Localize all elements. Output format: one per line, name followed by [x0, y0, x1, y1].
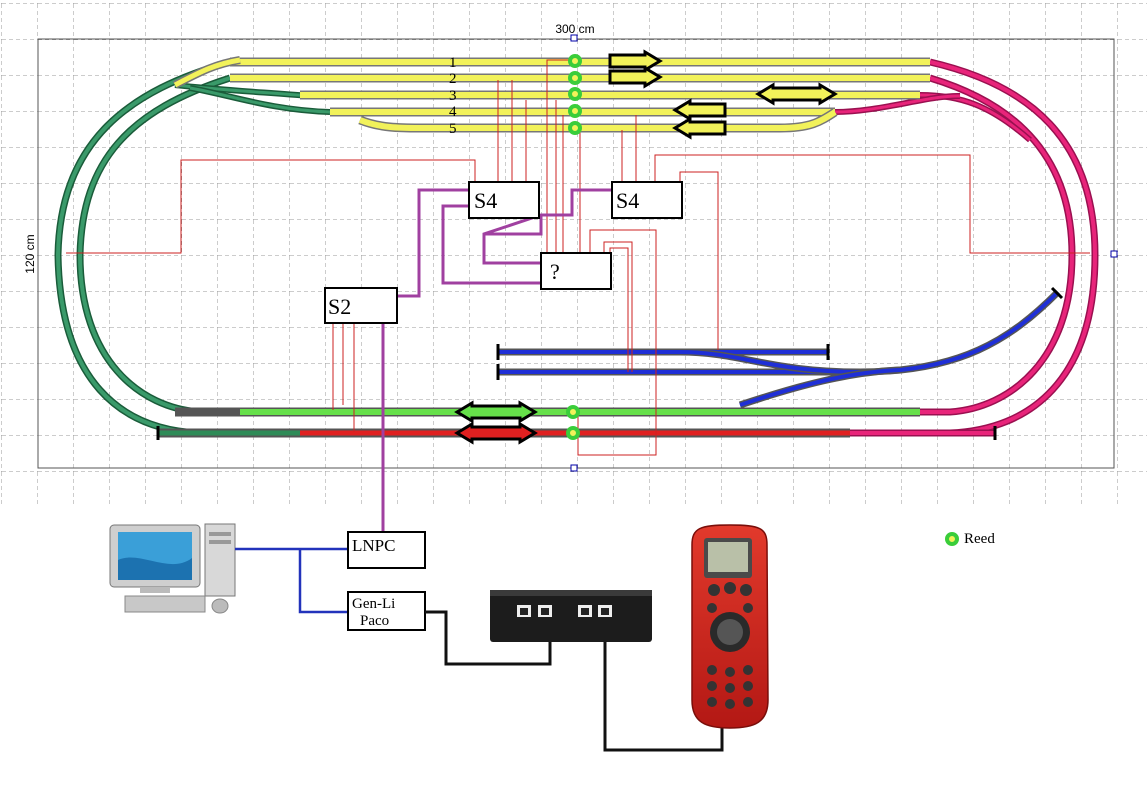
- module-s2: S2: [324, 287, 398, 324]
- genli-label-line1: Gen-Li: [352, 596, 395, 612]
- outer-loop-left: [54, 58, 331, 437]
- track-number-4: 4: [449, 104, 457, 120]
- handheld-controller-icon: [691, 524, 769, 729]
- reed-sensor-icon: [945, 532, 959, 546]
- module-s4-left: S4: [468, 181, 540, 219]
- arrow-both-icon: [454, 400, 538, 424]
- computer-icon: [109, 523, 236, 614]
- reed-sensor-icon: [566, 405, 580, 419]
- reed-sensor-icon: [568, 54, 582, 68]
- legend-reed-label: Reed: [964, 531, 995, 547]
- loconet-wiring: [381, 188, 612, 532]
- reed-sensor-icon: [568, 71, 582, 85]
- direction-arrows-lower: [454, 400, 538, 445]
- genli-box: Gen-Li Paco: [347, 591, 426, 631]
- xpressnet-wiring: [425, 610, 724, 752]
- genli-label-line2: Paco: [360, 613, 389, 629]
- lnpc-box: LNPC: [347, 531, 426, 569]
- track-number-1: 1: [449, 55, 457, 71]
- reed-sensors: [566, 54, 582, 440]
- direction-arrows-yellow: [608, 49, 838, 140]
- arrow-right-icon: [608, 65, 663, 89]
- reed-sensor-icon: [566, 426, 580, 440]
- pc-wiring: [235, 547, 348, 614]
- module-unknown-label: ?: [550, 259, 560, 284]
- arrow-right-icon: [608, 49, 663, 73]
- lnpc-label: LNPC: [352, 536, 395, 555]
- module-s4-right-label: S4: [616, 188, 639, 213]
- blue-siding: [496, 286, 1064, 409]
- height-dimension-label: 120 cm: [23, 234, 37, 273]
- legend-reed: Reed: [945, 531, 995, 547]
- module-unknown: ?: [540, 252, 612, 290]
- track-number-5: 5: [449, 121, 457, 137]
- arrow-left-icon: [672, 98, 727, 122]
- arrow-both-icon: [454, 421, 538, 445]
- outer-loop-right: [834, 58, 1099, 440]
- reed-sensor-icon: [568, 87, 582, 101]
- feedback-wiring: [66, 59, 1090, 456]
- module-s4-left-label: S4: [474, 188, 497, 213]
- reed-sensor-icon: [568, 121, 582, 135]
- module-s2-label: S2: [328, 294, 351, 319]
- arrow-left-icon: [672, 116, 727, 140]
- track-number-2: 2: [449, 71, 457, 87]
- arrow-both-icon: [755, 82, 838, 106]
- reed-sensor-icon: [568, 104, 582, 118]
- track-number-3: 3: [449, 88, 457, 104]
- command-station-icon: [490, 590, 652, 642]
- width-dimension-label: 300 cm: [555, 22, 594, 36]
- track-numbers: 1 2 3 4 5: [449, 55, 457, 137]
- module-s4-right: S4: [611, 181, 683, 219]
